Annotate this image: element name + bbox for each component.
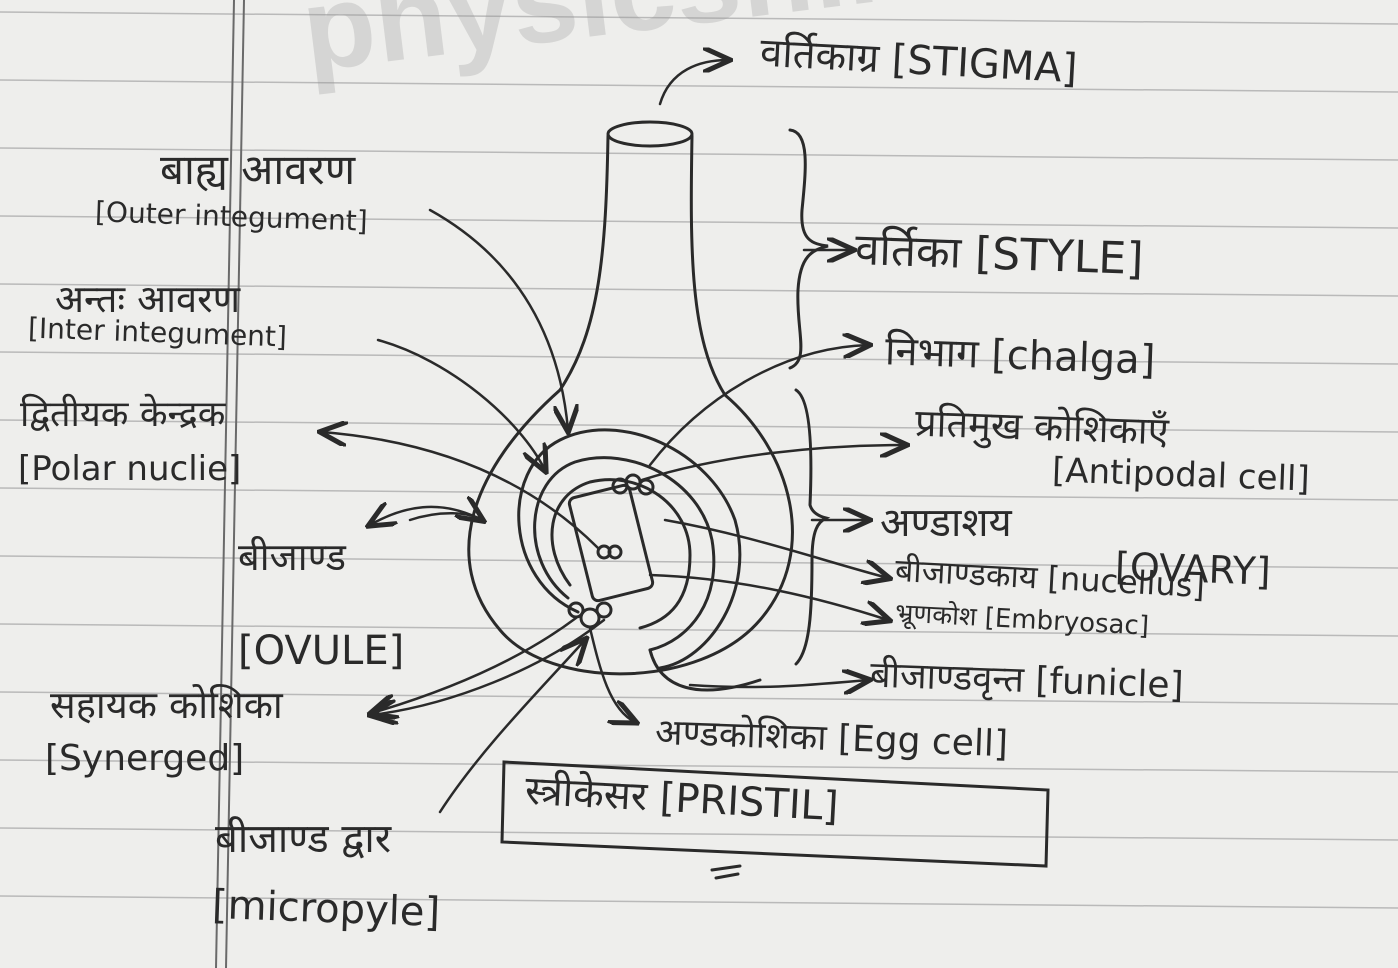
label-polar-hindi: द्वितीयक केन्द्रक [20, 396, 225, 434]
tick-mark [712, 866, 740, 878]
arrow-antipodal [642, 445, 905, 480]
arrow-polar [322, 432, 598, 548]
embryo-sac-shape [568, 484, 654, 602]
label-style: वर्तिका [STYLE] [854, 227, 1144, 283]
label-ovule-english: [OVULE] [238, 630, 404, 672]
label-synergid-english: [Synerged] [45, 740, 244, 778]
ovary-brace [796, 390, 826, 664]
label-antipodal-english: [Antipodal cell] [1051, 454, 1310, 499]
arrow-funicle [690, 680, 868, 687]
arrow-nucellus [665, 520, 888, 578]
label-micropyle-hindi: बीजाण्ड द्वार [215, 818, 391, 860]
label-antipodal-hindi: प्रतिमुख कोशिकाएँ [914, 404, 1169, 453]
label-micropyle-english: [micropyle] [211, 884, 440, 934]
arrow-outer-integument [430, 210, 568, 430]
label-polar-english: [Polar nuclie] [18, 452, 241, 488]
label-ovary-hindi: अण्डाशय [880, 502, 1012, 544]
arrow-stigma [660, 60, 728, 104]
synergid-shape [597, 603, 611, 617]
label-ovule-hindi: बीजाण्ड [238, 538, 346, 578]
label-outer-integument-hindi: बाह्य आवरण [160, 148, 355, 192]
label-chalaza: निभाग [chalga] [884, 330, 1156, 381]
arrow-inner-integument [378, 340, 545, 470]
label-synergid-hindi: सहायक कोशिका [50, 686, 283, 726]
stigma-shape [608, 122, 692, 146]
